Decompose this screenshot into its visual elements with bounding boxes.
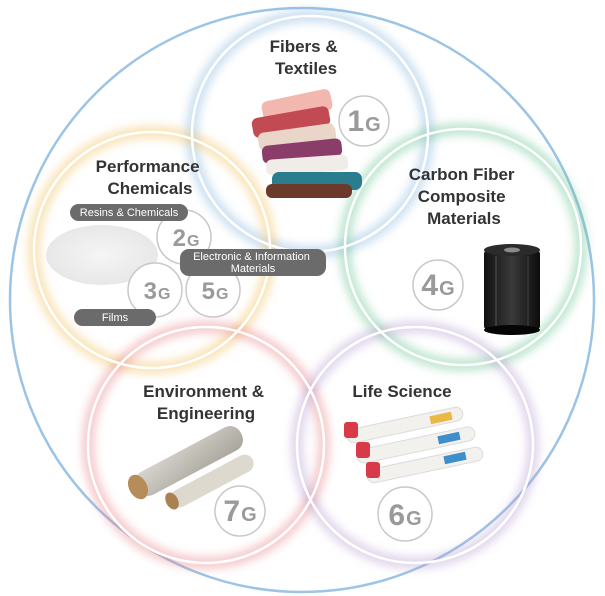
- segment-performance-chemicals: Performance Chemicals 2G 3G 5G Resins & …: [46, 157, 326, 326]
- electronic-materials-pill: Electronic & Information Materials: [180, 249, 326, 276]
- carbon-title: Carbon Fiber Composite Materials: [409, 165, 520, 228]
- dialyzer-tubes-image: [344, 406, 484, 484]
- performance-title: Performance Chemicals: [96, 157, 205, 198]
- life-group-number: 6G: [388, 499, 421, 532]
- membrane-module-image: [127, 426, 254, 510]
- fibers-group-badge: [338, 95, 390, 147]
- svg-text:Films: Films: [102, 312, 129, 324]
- svg-text:Electronic & Information: Electronic & Information Materials: [193, 251, 313, 275]
- fibers-group-number: 1G: [347, 105, 380, 138]
- environment-group-badge: [214, 485, 266, 537]
- electronic-group-number: 5G: [202, 278, 229, 305]
- carbon-fiber-spool-image: [484, 244, 540, 335]
- svg-text:Resins & Chemicals: Resins & Chemicals: [80, 207, 179, 219]
- films-group-number: 3G: [144, 278, 171, 305]
- environment-group-number: 7G: [223, 495, 256, 528]
- films-pill: Films: [74, 309, 156, 326]
- life-title: Life Science: [352, 382, 451, 401]
- resins-chemicals-pill: Resins & Chemicals: [70, 204, 188, 221]
- segment-environment-engineering: Environment & Engineering 7G: [127, 382, 269, 537]
- segment-fibers-textiles: Fibers & Textiles 1G: [251, 37, 390, 198]
- outer-ring: [8, 6, 596, 594]
- carbon-group-badge: [412, 259, 464, 311]
- textile-rolls-image: [251, 89, 362, 198]
- segment-carbon-fiber: Carbon Fiber Composite Materials 4G: [409, 165, 540, 335]
- environment-title: Environment & Engineering: [143, 382, 269, 423]
- powder-image: [46, 225, 158, 285]
- resins-group-number: 2G: [173, 225, 200, 252]
- carbon-group-number: 4G: [421, 269, 454, 302]
- fibers-title: Fibers & Textiles: [270, 37, 343, 78]
- segment-outlines: [32, 14, 583, 565]
- segment-life-science: Life Science 6G: [344, 382, 484, 542]
- life-group-badge: [377, 486, 433, 542]
